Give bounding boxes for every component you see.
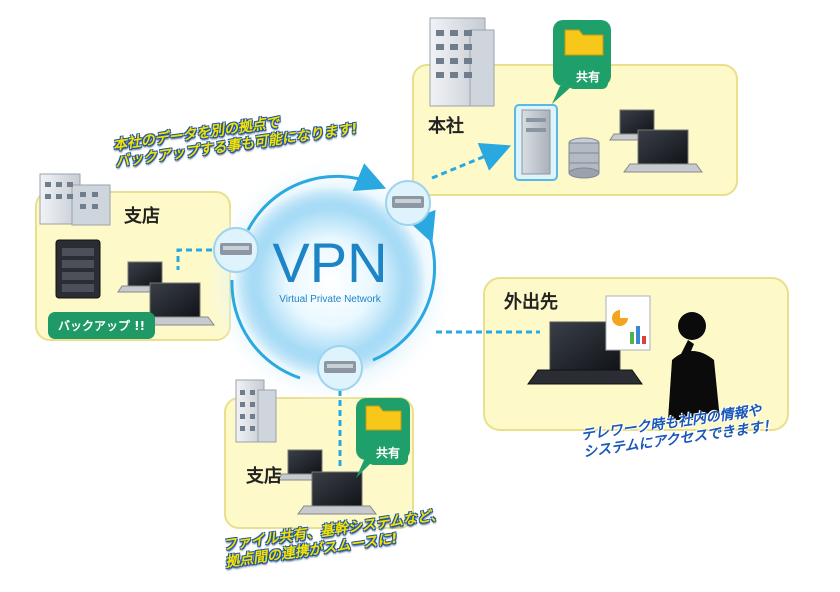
building-icon xyxy=(235,379,277,443)
router-icon xyxy=(213,227,259,273)
laptop-icon xyxy=(135,282,215,326)
vpn-title: VPN xyxy=(272,231,387,294)
honsha-label: 本社 xyxy=(428,116,464,137)
vpn-sphere xyxy=(234,186,426,378)
ring-arrow-left xyxy=(230,279,301,380)
honsha-share-badge: 共有 xyxy=(568,64,609,89)
server-icon xyxy=(514,104,558,181)
backup-badge: バックアップ !! xyxy=(48,312,156,339)
laptop-icon xyxy=(297,471,377,515)
shiten-bottom-label: 支店 xyxy=(246,466,282,487)
laptop-icon xyxy=(609,109,665,141)
ring-arrow-top xyxy=(246,163,387,231)
shiten-left-label: 支店 xyxy=(124,206,160,227)
router-icon xyxy=(385,180,431,226)
building-icon xyxy=(429,17,495,107)
vpn-subtitle: Virtual Private Network xyxy=(279,294,382,305)
person-silhouette-icon xyxy=(668,312,720,420)
link-honsha xyxy=(431,142,512,180)
shiten-bottom-share-badge: 共有 xyxy=(368,440,409,465)
gaishutsu-label: 外出先 xyxy=(504,292,558,313)
ring-arrow-right xyxy=(372,209,436,362)
nas-icon xyxy=(55,239,101,299)
laptop-icon xyxy=(623,129,703,173)
document-chart-icon xyxy=(605,295,651,351)
building-icon xyxy=(39,173,111,226)
database-icon xyxy=(568,137,600,179)
router-icon xyxy=(317,345,363,391)
link-shiten-left xyxy=(176,248,212,270)
